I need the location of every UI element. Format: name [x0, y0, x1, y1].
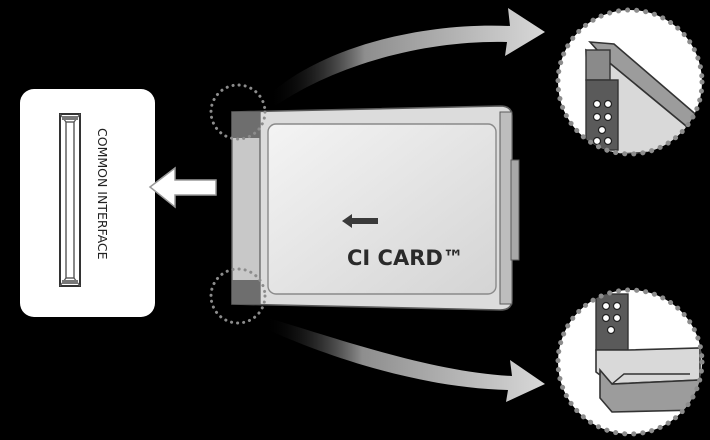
zoom-view-top: [555, 7, 705, 157]
ci-card: CI CARD™: [231, 105, 520, 311]
zoom-view-bottom: [555, 287, 705, 437]
highlight-circle-bottom: [209, 267, 267, 325]
curved-arrow-bottom: [264, 318, 545, 402]
card-connector-edge: [231, 111, 261, 305]
connector-pins-icon: [592, 99, 613, 146]
card-label: CI CARD™: [347, 246, 464, 270]
slot-panel-background: [20, 89, 155, 317]
highlight-circle-top: [209, 83, 267, 141]
common-interface-slot-panel: COMMON INTERFACE: [20, 89, 155, 317]
insert-direction-arrow: [148, 166, 217, 209]
connector-pins-icon-bottom: [601, 301, 622, 335]
card-label-area: [267, 123, 497, 295]
card-direction-arrow-icon: [342, 214, 378, 228]
slot-label: COMMON INTERFACE: [95, 128, 110, 260]
slot-opening-icon: [59, 113, 81, 287]
curved-arrow-top: [268, 8, 545, 106]
